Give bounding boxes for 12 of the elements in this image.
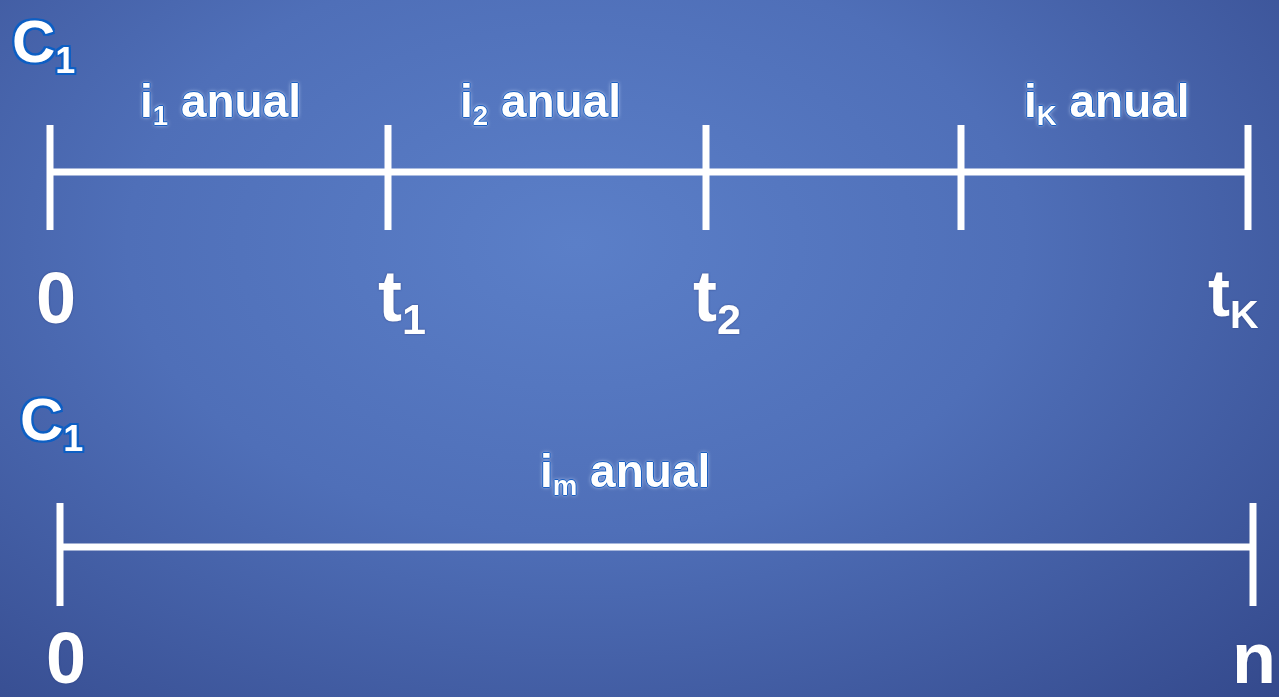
tick-label: t$_{1}$ (378, 260, 426, 342)
capital-label: C$_{1}$ (12, 12, 76, 79)
tick-label: t$_{2}$ (693, 260, 741, 342)
tick-label: n (1232, 622, 1276, 694)
tick-label: 0 (46, 622, 87, 694)
rate-label: i$_{1}$ anual (140, 78, 302, 130)
capital-label: C$_{1}$ (20, 390, 84, 457)
tick-label: t$_{K}$ (1208, 260, 1259, 335)
rate-label: i$_{K}$ anual (1024, 78, 1190, 130)
tick-label: 0 (36, 262, 77, 334)
rate-label: i$_{2}$ anual (460, 78, 622, 130)
rate-label: i$_{m}$ anual (540, 448, 711, 500)
